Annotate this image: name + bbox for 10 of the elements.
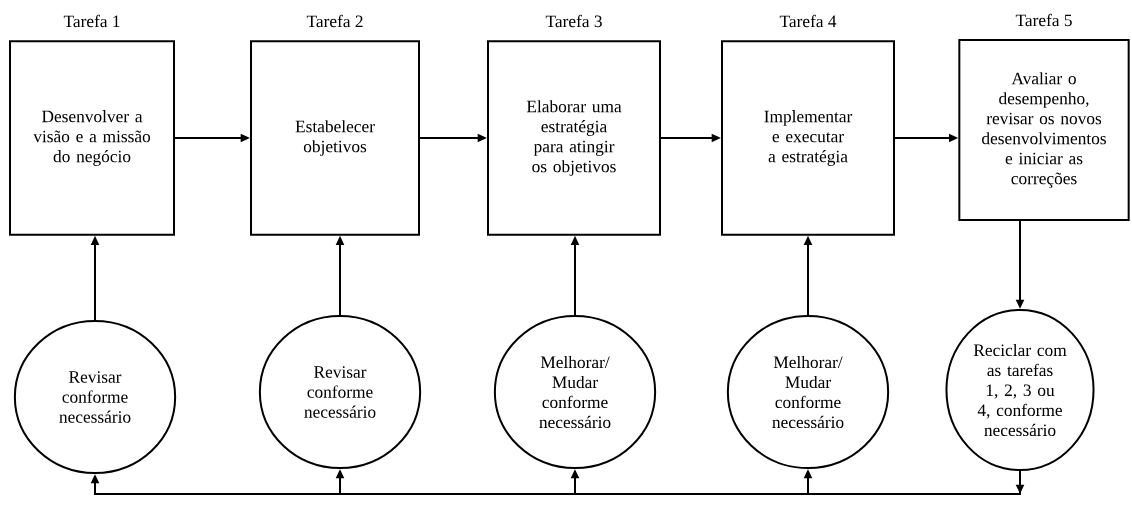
- task-heading: Tarefa 4: [779, 14, 837, 28]
- process-box: Avaliar o desempenho, revisar os novos desenvolvimentos e iniciar as correções: [958, 39, 1130, 221]
- task-heading: Tarefa 3: [545, 14, 602, 28]
- task-heading: Tarefa 1: [63, 14, 120, 28]
- process-box: Desenvolver a visão e a missão do negócio: [9, 40, 175, 236]
- process-box: Estabelecer objetivos: [250, 40, 420, 236]
- process-box: Implementar e executar a estratégia: [721, 40, 895, 236]
- task-heading: Tarefa 5: [1015, 13, 1072, 27]
- process-box: Elaborar uma estratégia para atingir os objetivos: [487, 40, 661, 236]
- task-heading: Tarefa 2: [306, 14, 363, 28]
